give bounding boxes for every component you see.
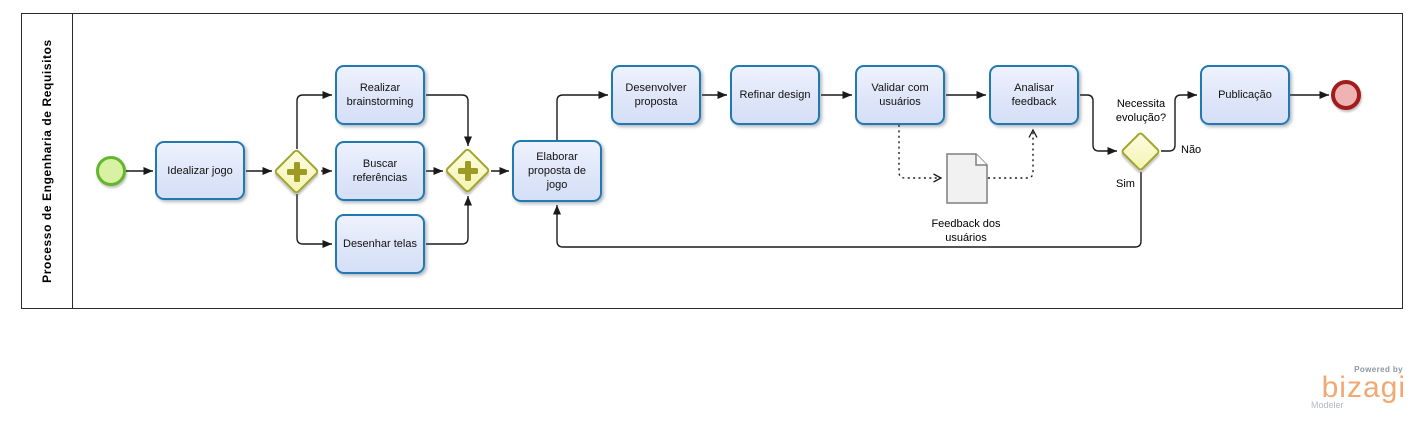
task-label: Desenhar telas [343, 238, 417, 250]
data-object-feedback[interactable] [946, 153, 988, 204]
process-pool: Processo de Engenharia de Requisitos [21, 13, 1403, 309]
end-event[interactable] [1331, 80, 1361, 110]
document-icon [946, 153, 988, 204]
powered-by-label: Powered by [1354, 365, 1403, 374]
flow-label-sim: Sim [1116, 178, 1135, 190]
task-desenhar-telas[interactable]: Desenhar telas [335, 214, 425, 274]
task-idealizar-jogo[interactable]: Idealizar jogo [155, 141, 245, 200]
bizagi-logo: bizagi [1321, 371, 1406, 404]
bizagi-branding: Powered by bizagi Modeler [1308, 365, 1406, 410]
modeler-label: Modeler [1311, 400, 1344, 410]
task-label: Desenvolver proposta [625, 82, 687, 108]
task-label: Validar com usuários [871, 82, 929, 108]
task-validar-usuarios[interactable]: Validar com usuários [855, 65, 945, 125]
plus-icon [285, 160, 309, 184]
task-desenvolver-proposta[interactable]: Desenvolver proposta [611, 65, 701, 125]
task-label: Refinar design [739, 89, 811, 101]
task-label: Elaborar proposta de jogo [527, 151, 587, 191]
task-label: Realizar brainstorming [346, 82, 414, 108]
task-label: Publicação [1218, 89, 1272, 101]
lane-header: Processo de Engenharia de Requisitos [22, 14, 73, 308]
task-buscar-referencias[interactable]: Buscar referências [335, 141, 425, 201]
task-label: Buscar referências [352, 158, 408, 184]
task-analisar-feedback[interactable]: Analisar feedback [989, 65, 1079, 125]
flow-label-nao: Não [1181, 144, 1202, 156]
start-event[interactable] [96, 156, 126, 186]
task-elaborar-proposta[interactable]: Elaborar proposta de jogo [512, 140, 602, 202]
task-label: Analisar feedback [1011, 82, 1057, 108]
task-realizar-brainstorming[interactable]: Realizar brainstorming [335, 65, 425, 125]
task-refinar-design[interactable]: Refinar design [730, 65, 820, 125]
task-label: Idealizar jogo [167, 164, 233, 177]
gateway-question-label: Necessita evolução? [1115, 98, 1167, 124]
lane-title: Processo de Engenharia de Requisitos [40, 39, 54, 283]
task-publicacao[interactable]: Publicação [1200, 65, 1290, 125]
data-object-label: Feedback dos usuários [931, 218, 1001, 244]
plus-icon [456, 159, 480, 183]
